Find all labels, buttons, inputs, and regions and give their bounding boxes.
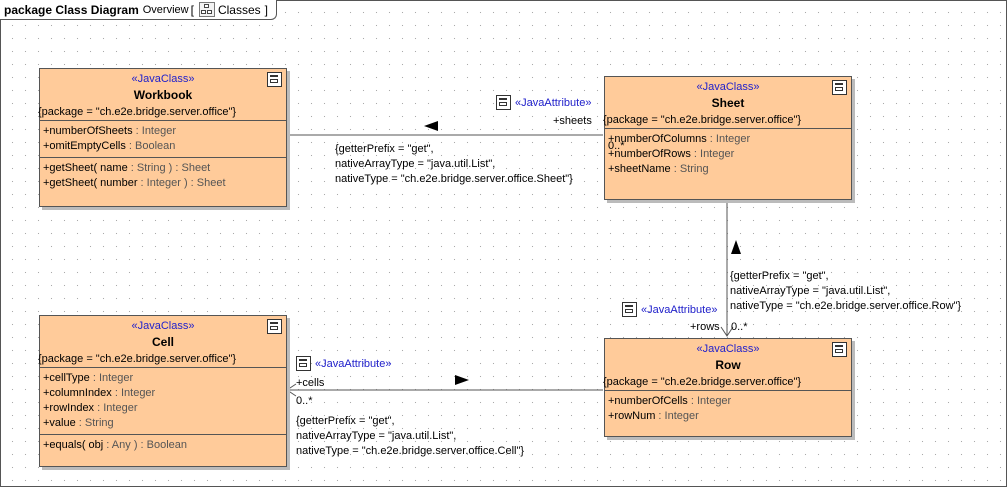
attribute-row[interactable]: +rowIndex : Integer — [43, 402, 138, 414]
java-attribute-icon — [496, 95, 511, 110]
class-tagged-value: {package = "ch.e2e.bridge.server.office"… — [38, 353, 237, 365]
class-stereotype: «JavaClass» — [131, 320, 195, 332]
class-workbook[interactable]: «JavaClass» Workbook {package = "ch.e2e.… — [38, 68, 287, 207]
java-attribute-icon — [296, 356, 311, 371]
association-rows-stereotype[interactable]: «JavaAttribute» — [622, 302, 717, 317]
attribute-compartment: +numberOfColumns : Integer +numberOfRows… — [605, 129, 851, 180]
class-name: Row — [715, 358, 741, 372]
diagram-frame-header: package Class Diagram Overview [ Classes… — [0, 0, 277, 20]
class-stereotype: «JavaClass» — [696, 81, 760, 93]
frame-close-bracket: ] — [264, 2, 268, 17]
frame-name: Overview — [142, 3, 189, 16]
association-sheets-multiplicity[interactable]: 0..* — [608, 140, 625, 152]
operation-compartment: +getSheet( name : String ) : Sheet +getS… — [40, 158, 286, 194]
class-name: Cell — [151, 335, 174, 349]
association-cells-stereotype[interactable]: «JavaAttribute» — [296, 356, 391, 371]
association-rows-multiplicity[interactable]: 0..* — [731, 321, 748, 333]
operation-row[interactable]: +getSheet( name : String ) : Sheet — [43, 162, 211, 174]
association-sheets-stereotype[interactable]: «JavaAttribute» — [496, 95, 591, 110]
attribute-compartment: +cellType : Integer +columnIndex : Integ… — [40, 368, 286, 434]
frame-open-bracket: [ — [190, 2, 194, 17]
operation-row[interactable]: +getSheet( number : Integer ) : Sheet — [43, 177, 226, 189]
association-sheets-role[interactable]: +sheets — [553, 115, 592, 127]
frame-keyword: package Class Diagram — [4, 2, 139, 17]
class-name: Workbook — [133, 88, 193, 102]
class-tagged-value: {package = "ch.e2e.bridge.server.office"… — [38, 106, 237, 118]
operation-compartment: +equals( obj : Any ) : Boolean — [40, 435, 286, 456]
attribute-row[interactable]: +numberOfCells : Integer — [608, 395, 732, 407]
attribute-row[interactable]: +numberOfRows : Integer — [608, 148, 735, 160]
association-rows-arrowhead — [720, 326, 734, 337]
frame-tab-label[interactable]: Classes — [217, 2, 261, 17]
association-rows-role[interactable]: +rows — [690, 321, 720, 333]
attribute-row[interactable]: +rowNum : Integer — [608, 410, 699, 422]
attribute-compartment: +numberOfCells : Integer +rowNum : Integ… — [605, 391, 851, 427]
association-cells-multiplicity[interactable]: 0..* — [296, 395, 313, 407]
association-cells-arrowhead — [286, 383, 297, 397]
class-diagram-tab-icon[interactable] — [198, 2, 215, 17]
attribute-row[interactable]: +omitEmptyCells : Boolean — [43, 140, 176, 152]
association-rows-tagged-values[interactable]: {getterPrefix = "get", nativeArrayType =… — [730, 270, 962, 312]
class-stereotype: «JavaClass» — [696, 343, 760, 355]
attribute-row[interactable]: +sheetName : String — [608, 163, 709, 175]
association-cells-direction-triangle — [455, 375, 469, 385]
class-cell[interactable]: «JavaClass» Cell {package = "ch.e2e.brid… — [38, 315, 287, 467]
attribute-row[interactable]: +columnIndex : Integer — [43, 387, 156, 399]
association-sheets-tagged-values[interactable]: {getterPrefix = "get", nativeArrayType =… — [335, 143, 573, 185]
attribute-row[interactable]: +numberOfColumns : Integer — [608, 133, 751, 145]
attribute-row[interactable]: +numberOfSheets : Integer — [43, 125, 177, 137]
association-sheets-direction-triangle — [424, 121, 438, 131]
class-diagram-icon — [832, 80, 847, 95]
attribute-row[interactable]: +value : String — [43, 417, 114, 429]
association-cells-role[interactable]: +cells — [296, 377, 325, 389]
association-rows-direction-triangle — [731, 240, 741, 254]
class-tagged-value: {package = "ch.e2e.bridge.server.office"… — [603, 376, 802, 388]
operation-row[interactable]: +equals( obj : Any ) : Boolean — [43, 439, 188, 451]
class-diagram-icon — [267, 319, 282, 334]
attribute-compartment: +numberOfSheets : Integer +omitEmptyCell… — [40, 121, 286, 157]
class-diagram-icon — [267, 72, 282, 87]
java-attribute-icon — [622, 302, 637, 317]
association-cells-tagged-values[interactable]: {getterPrefix = "get", nativeArrayType =… — [296, 415, 525, 457]
class-name: Sheet — [711, 96, 745, 110]
class-stereotype: «JavaClass» — [131, 73, 195, 85]
class-sheet[interactable]: «JavaClass» Sheet {package = "ch.e2e.bri… — [603, 76, 852, 200]
class-tagged-value: {package = "ch.e2e.bridge.server.office"… — [603, 114, 802, 126]
class-row[interactable]: «JavaClass» Row {package = "ch.e2e.bridg… — [603, 338, 852, 437]
attribute-row[interactable]: +cellType : Integer — [43, 372, 134, 384]
class-diagram-icon — [832, 342, 847, 357]
